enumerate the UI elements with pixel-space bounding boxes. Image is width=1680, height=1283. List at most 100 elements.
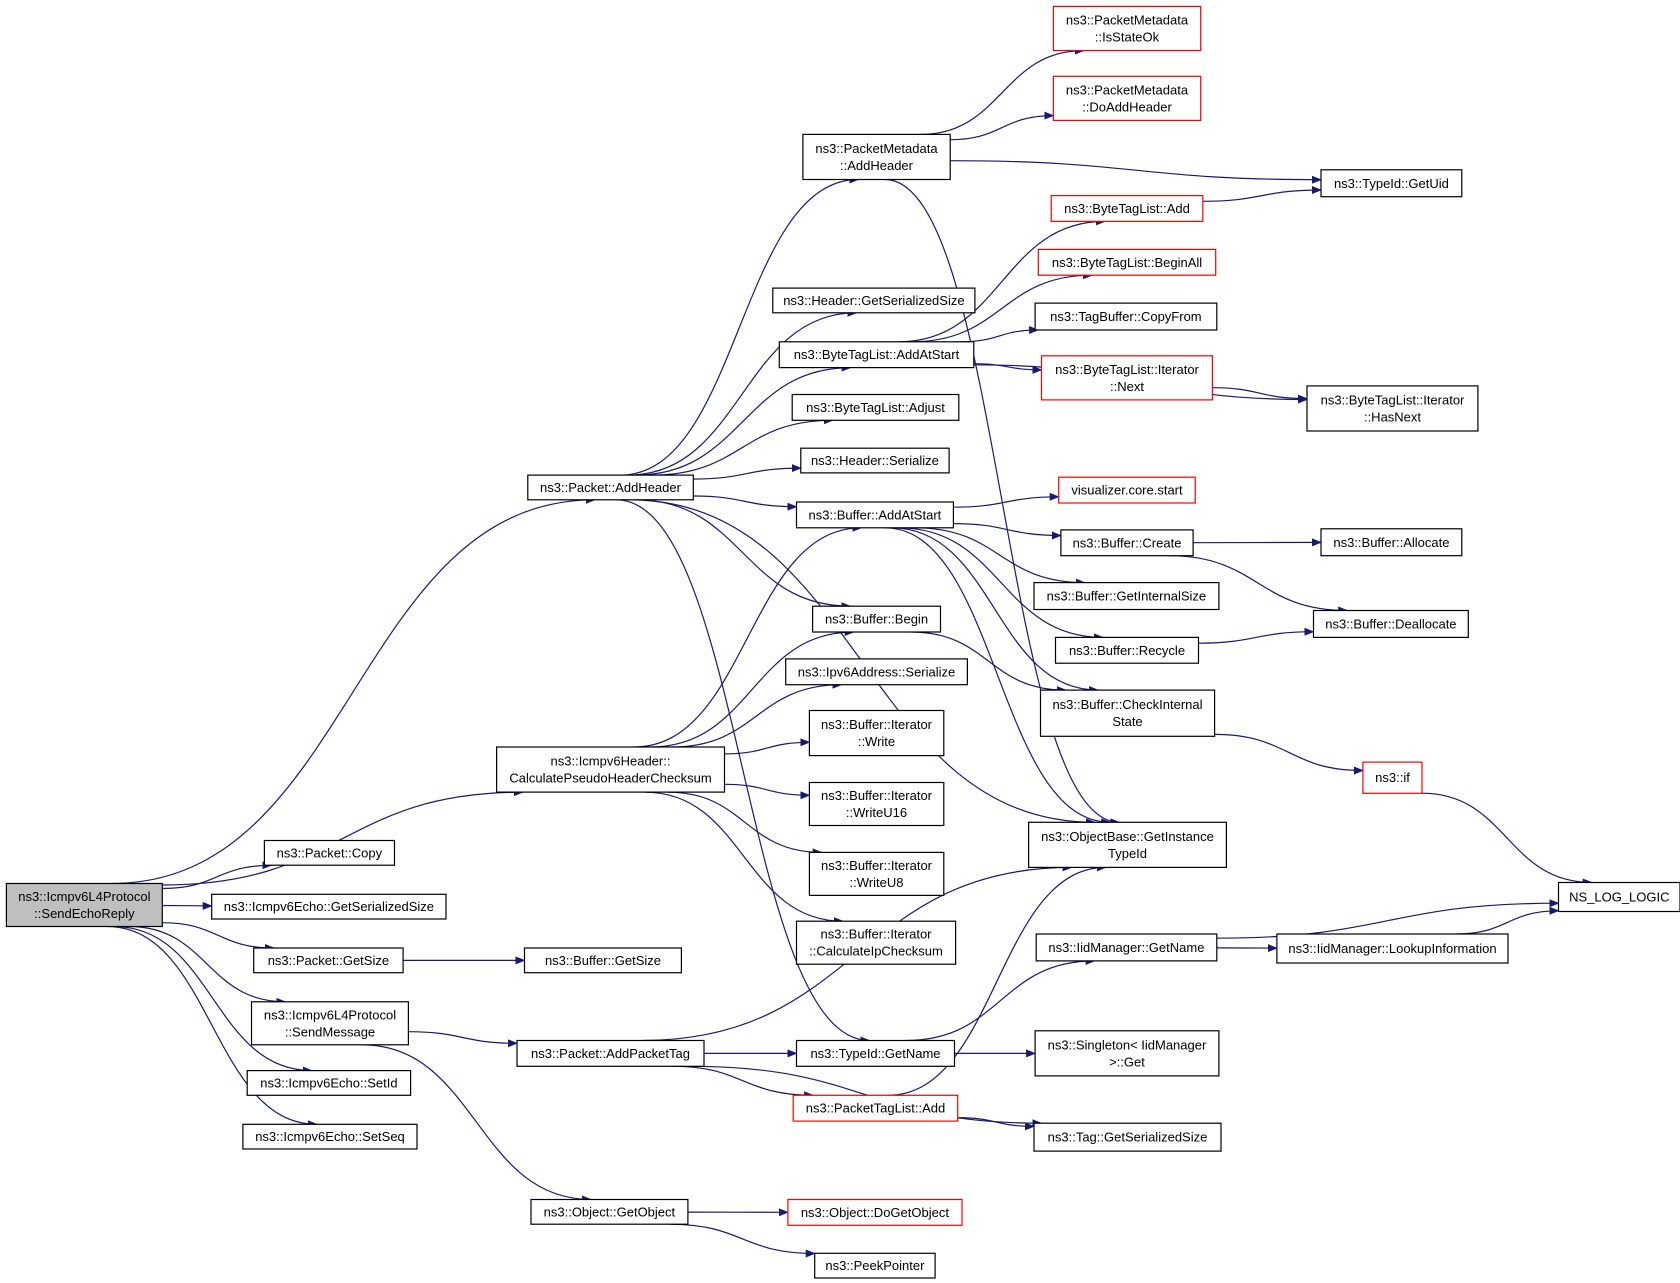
node-label: ns3::IidManager::LookupInformation xyxy=(1288,941,1496,956)
node-box xyxy=(792,1094,959,1122)
edge-btl_addatstart-to-btl_add xyxy=(898,217,1106,343)
node-label: ns3::Packet::GetSize xyxy=(268,953,389,968)
node-iid_getname[interactable]: ns3::IidManager::GetName xyxy=(1035,933,1218,962)
node-label: ::WriteU16 xyxy=(846,805,907,820)
node-echo_gss[interactable]: ns3::Icmpv6Echo::GetSerializedSize xyxy=(211,893,447,920)
node-label: ::HasNext xyxy=(1364,409,1421,424)
edge-pseudo-to-it_writeu16 xyxy=(724,783,811,800)
node-label: ns3::Buffer::Iterator xyxy=(821,717,933,732)
edge-getobject-to-peekpointer xyxy=(670,1223,816,1258)
node-getobject[interactable]: ns3::Object::GetObject xyxy=(530,1198,689,1225)
node-pkt_getsize[interactable]: ns3::Packet::GetSize xyxy=(253,947,404,974)
node-ns3_if[interactable]: ns3::if xyxy=(1362,761,1423,794)
node-btl_it_hasnext[interactable]: ns3::ByteTagList::Iterator::HasNext xyxy=(1306,385,1479,432)
node-root[interactable]: ns3::Icmpv6L4Protocol::SendEchoReply xyxy=(5,882,163,928)
node-label: ns3::Buffer::Iterator xyxy=(821,788,933,803)
node-ns_log_logic[interactable]: NS_LOG_LOGIC xyxy=(1557,881,1680,913)
node-box xyxy=(795,920,957,965)
node-sendmsg[interactable]: ns3::Icmpv6L4Protocol::SendMessage xyxy=(250,1001,409,1046)
node-buf_deallocate[interactable]: ns3::Buffer::Deallocate xyxy=(1312,609,1469,638)
edge-iid_lookup-to-ns_log_logic xyxy=(1456,906,1560,935)
node-it_writeu8[interactable]: ns3::Buffer::Iterator::WriteU8 xyxy=(808,851,945,897)
edge-btl_addatstart-to-btl_beginall xyxy=(911,271,1093,343)
edge-pseudo-to-it_write xyxy=(724,738,811,755)
edge-root-to-pseudo xyxy=(162,788,524,886)
node-ipv6_serialize[interactable]: ns3::Ipv6Address::Serialize xyxy=(785,658,969,686)
node-pm_isstateok[interactable]: ns3::PacketMetadata::IsStateOk xyxy=(1052,5,1202,52)
node-label: ns3::Icmpv6L4Protocol xyxy=(18,889,150,904)
node-label: ns3::Buffer::Deallocate xyxy=(1325,617,1456,632)
node-btl_beginall[interactable]: ns3::ByteTagList::BeginAll xyxy=(1037,248,1217,276)
node-it_writeu16[interactable]: ns3::Buffer::Iterator::WriteU16 xyxy=(808,781,945,827)
edge-ptl_add-to-tag_gss xyxy=(957,1117,1035,1131)
node-label: ::AddHeader xyxy=(840,158,914,173)
node-label: TypeId xyxy=(1108,846,1147,861)
node-pseudo[interactable]: ns3::Icmpv6Header::CalculatePseudoHeader… xyxy=(496,746,726,793)
node-pkt_addheader[interactable]: ns3::Packet::AddHeader xyxy=(527,474,694,501)
node-pm_addheader[interactable]: ns3::PacketMetadata::AddHeader xyxy=(802,133,951,181)
edge-pseudo-to-buf_begin xyxy=(650,628,855,748)
node-box xyxy=(814,1252,936,1279)
node-box xyxy=(1037,248,1217,276)
edge-btl_add-to-typeid_getuid xyxy=(1202,186,1322,202)
node-box xyxy=(1034,1030,1220,1077)
node-box xyxy=(795,1039,956,1067)
node-label: ::Next xyxy=(1110,379,1144,394)
node-box xyxy=(1040,355,1213,401)
node-box xyxy=(496,746,726,793)
edge-pkt_addheader-to-hdr_serialize xyxy=(693,464,802,480)
node-typeid_getname[interactable]: ns3::TypeId::GetName xyxy=(795,1039,956,1067)
node-btl_it_next[interactable]: ns3::ByteTagList::Iterator::Next xyxy=(1040,355,1213,401)
node-viz_start[interactable]: visualizer.core.start xyxy=(1058,476,1196,504)
node-label: ns3::Buffer::Create xyxy=(1073,535,1182,550)
node-label: ns3::if xyxy=(1375,770,1410,785)
edge-buf_addatstart-to-buf_create xyxy=(953,523,1062,540)
node-tag_gss[interactable]: ns3::Tag::GetSerializedSize xyxy=(1033,1122,1222,1152)
node-it_ipchecksum[interactable]: ns3::Buffer::Iterator::CalculateIpChecks… xyxy=(795,920,957,965)
edge-pm_addheader-to-ob_getinstancetypeid xyxy=(884,178,1121,827)
node-buf_getsize[interactable]: ns3::Buffer::GetSize xyxy=(523,947,682,974)
node-singleton_get[interactable]: ns3::Singleton< IidManager>::Get xyxy=(1034,1030,1220,1077)
node-buf_addatstart[interactable]: ns3::Buffer::AddAtStart xyxy=(795,501,954,529)
node-buf_allocate[interactable]: ns3::Buffer::Allocate xyxy=(1320,528,1463,557)
node-it_write[interactable]: ns3::Buffer::Iterator::Write xyxy=(808,709,945,757)
node-ptl_add[interactable]: ns3::PacketTagList::Add xyxy=(792,1094,959,1122)
node-setseq[interactable]: ns3::Icmpv6Echo::SetSeq xyxy=(242,1123,418,1150)
node-label: ::CalculateIpChecksum xyxy=(809,944,943,959)
node-label: ::SendMessage xyxy=(285,1024,375,1039)
edge-buf_create-to-buf_deallocate xyxy=(1168,555,1349,615)
node-iid_lookup[interactable]: ns3::IidManager::LookupInformation xyxy=(1276,933,1509,964)
node-setid[interactable]: ns3::Icmpv6Echo::SetId xyxy=(246,1069,412,1096)
node-label: ns3::TypeId::GetName xyxy=(810,1046,940,1061)
node-buf_begin[interactable]: ns3::Buffer::Begin xyxy=(811,605,942,633)
node-box xyxy=(800,447,950,474)
node-tagbuf_copyfrom[interactable]: ns3::TagBuffer::CopyFrom xyxy=(1034,302,1218,331)
node-hdr_gss[interactable]: ns3::Header::GetSerializedSize xyxy=(772,287,976,314)
node-label: NS_LOG_LOGIC xyxy=(1569,890,1669,905)
edge-pkt_addheader-to-buf_begin xyxy=(635,499,852,611)
node-hdr_serialize[interactable]: ns3::Header::Serialize xyxy=(800,447,950,474)
node-buf_create[interactable]: ns3::Buffer::Create xyxy=(1060,529,1194,557)
node-btl_adjust[interactable]: ns3::ByteTagList::Adjust xyxy=(791,393,960,421)
node-buf_recycle[interactable]: ns3::Buffer::Recycle xyxy=(1054,636,1200,664)
edge-buf_addatstart-to-ob_getinstancetypeid xyxy=(884,527,1112,827)
node-peekpointer[interactable]: ns3::PeekPointer xyxy=(814,1252,936,1279)
node-label: >::Get xyxy=(1109,1054,1145,1069)
node-box xyxy=(787,1198,963,1226)
node-label: ns3::PacketMetadata xyxy=(815,141,938,156)
node-typeid_getuid[interactable]: ns3::TypeId::GetUid xyxy=(1320,169,1463,198)
node-box xyxy=(1050,195,1204,223)
node-pm_doaddheader[interactable]: ns3::PacketMetadata::DoAddHeader xyxy=(1052,75,1202,122)
node-pkt_copy[interactable]: ns3::Packet::Copy xyxy=(263,839,396,866)
node-box xyxy=(795,501,954,529)
node-box xyxy=(1039,689,1216,737)
node-addpackettag[interactable]: ns3::Packet::AddPacketTag xyxy=(516,1039,705,1067)
node-label: ns3::ObjectBase::GetInstance xyxy=(1041,829,1214,844)
node-obj_dogetobject[interactable]: ns3::Object::DoGetObject xyxy=(787,1198,963,1226)
node-btl_addatstart[interactable]: ns3::ByteTagList::AddAtStart xyxy=(778,341,975,369)
node-btl_add[interactable]: ns3::ByteTagList::Add xyxy=(1050,195,1204,223)
node-box xyxy=(1034,302,1218,331)
node-buf_getinternalsize[interactable]: ns3::Buffer::GetInternalSize xyxy=(1033,581,1220,611)
